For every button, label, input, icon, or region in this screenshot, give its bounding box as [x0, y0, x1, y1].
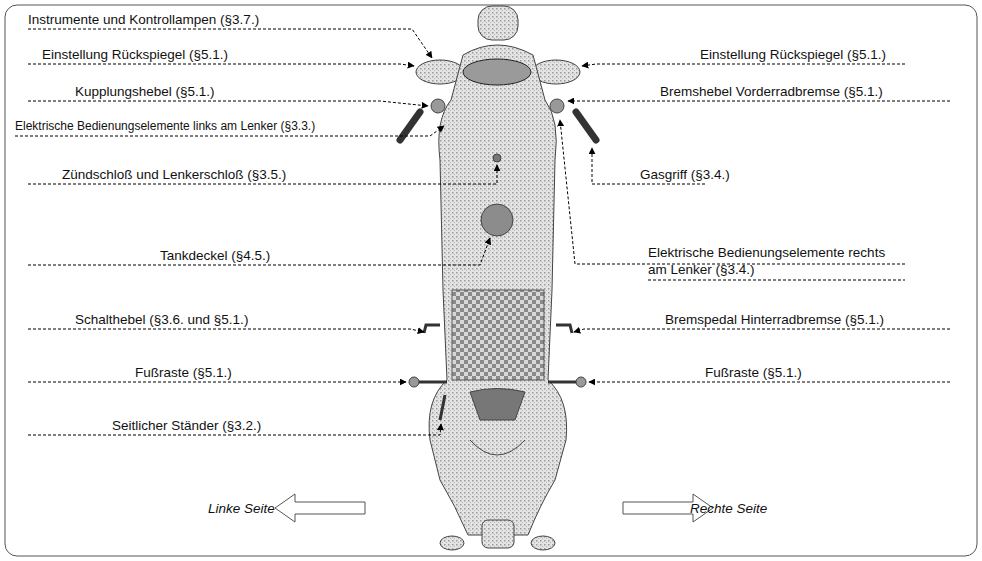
leader-line: [28, 165, 497, 184]
part-label: Fußraste (§5.1.): [135, 364, 232, 381]
part-label: Instrumente und Kontrollampen (§3.7.): [28, 11, 259, 28]
leader-line: [28, 329, 424, 332]
frame: [5, 5, 977, 556]
side-label: Linke Seite: [208, 500, 275, 517]
leader-line: [589, 382, 950, 383]
part-label: Bremshebel Vorderradbremse (§5.1.): [660, 83, 883, 100]
part-label: Fußraste (§5.1.): [705, 364, 802, 381]
part-label: Elektrische Bedienungselemente rechts am…: [648, 244, 898, 278]
part-label: Gasgriff (§3.4.): [640, 166, 730, 183]
leader-lines: [15, 29, 950, 435]
leader-line: [28, 382, 406, 383]
part-label: Zündschloß und Lenkerschloß (§3.5.): [62, 166, 286, 183]
leader-line: [568, 101, 950, 102]
part-label: Einstellung Rückspiegel (§5.1.): [700, 46, 886, 63]
leader-line: [582, 64, 905, 66]
part-label: Einstellung Rückspiegel (§5.1.): [42, 46, 228, 63]
part-label: Seitlicher Ständer (§3.2.): [112, 417, 261, 434]
leader-line: [28, 238, 490, 265]
leader-line: [574, 329, 950, 332]
part-label: Elektrische Bedienungselemente links am …: [15, 118, 315, 135]
part-label: Bremspedal Hinterradbremse (§5.1.): [665, 311, 884, 328]
leader-line: [28, 64, 414, 66]
side-label: Rechte Seite: [690, 500, 767, 517]
leader-line: [28, 101, 428, 106]
leader-line: [648, 280, 905, 281]
part-label: Tankdeckel (§4.5.): [160, 247, 270, 264]
motorcycle: [400, 6, 596, 550]
leader-line: [560, 120, 905, 264]
part-label: Schalthebel (§3.6. und §5.1.): [75, 311, 248, 328]
direction-arrow: [275, 494, 365, 522]
part-label: Kupplungshebel (§5.1.): [75, 83, 215, 100]
